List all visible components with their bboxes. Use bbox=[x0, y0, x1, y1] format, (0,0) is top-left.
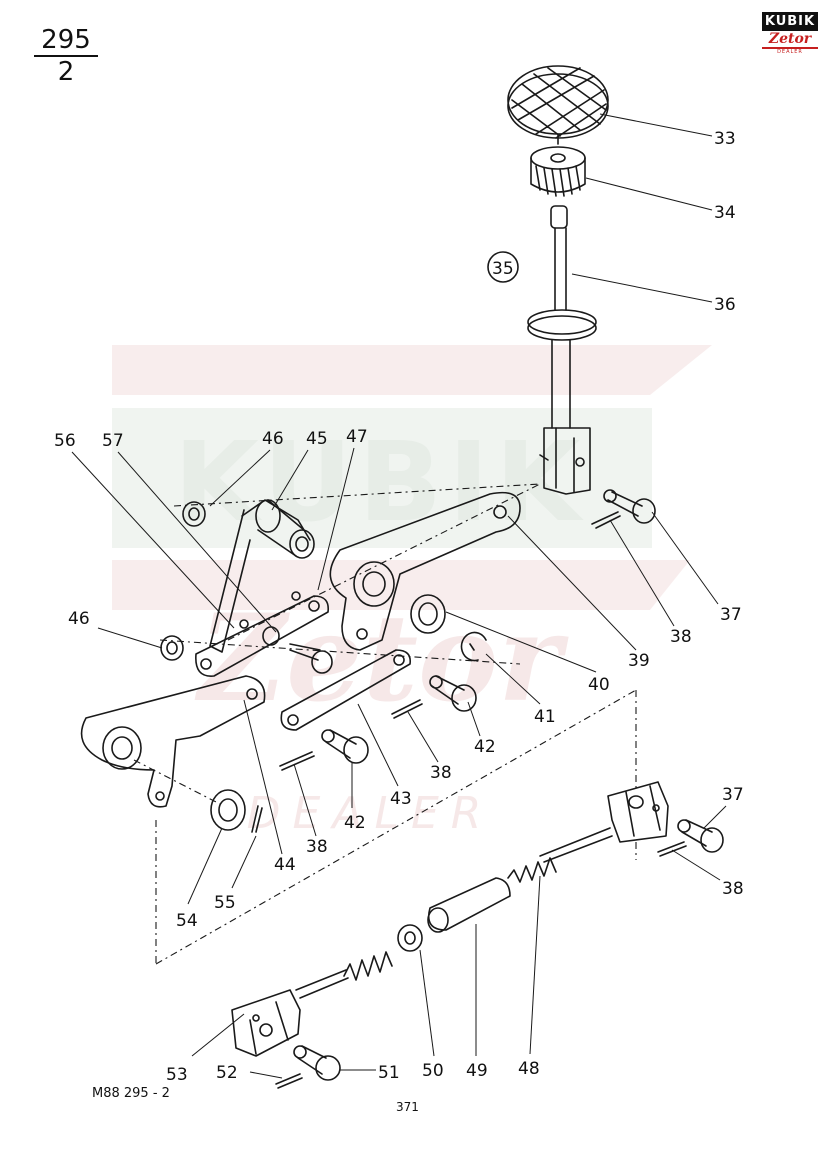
part-45-pivot-shaft bbox=[209, 499, 315, 653]
fraction-bar bbox=[34, 55, 98, 57]
part-39-long-lever bbox=[329, 491, 521, 651]
part-52-split-pin bbox=[275, 1073, 303, 1089]
part-38-split-pin-upper bbox=[591, 511, 621, 529]
leader-lines bbox=[71, 113, 727, 1079]
part-49-adjusting-sleeve bbox=[427, 877, 511, 933]
callout-50: 50 bbox=[422, 1061, 444, 1081]
page-sub-number: 2 bbox=[57, 57, 75, 87]
callout-39: 39 bbox=[628, 651, 650, 671]
callout-40: 40 bbox=[588, 675, 610, 695]
logo-sub: Zetor bbox=[762, 31, 818, 49]
callout-41: 41 bbox=[534, 707, 556, 727]
callout-38-middle: 38 bbox=[430, 763, 452, 783]
watermark-band-top bbox=[112, 345, 712, 395]
part-55-split-pin bbox=[251, 805, 263, 833]
callout-43: 43 bbox=[390, 789, 412, 809]
footer-page-number: 371 bbox=[396, 1100, 419, 1114]
callout-37-upper: 37 bbox=[720, 605, 742, 625]
part-46-washer-upper bbox=[182, 501, 206, 527]
callout-36: 36 bbox=[714, 295, 736, 315]
callout-38-upper: 38 bbox=[670, 627, 692, 647]
callout-35-circled bbox=[487, 251, 519, 283]
page-fraction: 295 2 bbox=[30, 26, 102, 86]
callout-55: 55 bbox=[214, 893, 236, 913]
callout-53: 53 bbox=[166, 1065, 188, 1085]
callout-38-right: 38 bbox=[722, 879, 744, 899]
part-43-connecting-link bbox=[280, 649, 412, 731]
part-37-clevis-pin-lower bbox=[677, 819, 724, 853]
callout-45: 45 bbox=[306, 429, 328, 449]
part-53-clevis-lower bbox=[231, 989, 301, 1057]
part-33-pedal-pad bbox=[507, 65, 609, 145]
part-38-split-pin-right bbox=[657, 841, 687, 857]
part-clevis-upper-rod-end bbox=[539, 781, 669, 863]
part-34-knurled-nut bbox=[530, 146, 586, 197]
kubik-zetor-logo: KUBIK Zetor DEALER bbox=[762, 12, 818, 62]
callout-37-lower: 37 bbox=[722, 785, 744, 805]
part-48-threaded-section bbox=[507, 857, 557, 883]
callout-46-lower: 46 bbox=[68, 609, 90, 629]
callout-34: 34 bbox=[714, 203, 736, 223]
logo-brand: KUBIK bbox=[762, 12, 818, 31]
part-46-washer-lower bbox=[160, 635, 184, 661]
callout-54: 54 bbox=[176, 911, 198, 931]
part-44-bell-crank-lever bbox=[80, 675, 266, 808]
part-57-link-plate bbox=[195, 591, 330, 677]
callout-44: 44 bbox=[274, 855, 296, 875]
part-40-washer bbox=[410, 594, 446, 634]
callout-48: 48 bbox=[518, 1059, 540, 1079]
part-lower-rod bbox=[295, 969, 349, 999]
callout-52: 52 bbox=[216, 1063, 238, 1083]
part-36-pedal-rod bbox=[527, 205, 597, 495]
part-41-circlip bbox=[460, 631, 487, 662]
callout-47: 47 bbox=[346, 427, 368, 447]
part-lower-threaded-section bbox=[343, 951, 393, 981]
part-42-pin-lower bbox=[321, 729, 369, 764]
watermark-word-dealer: DEALER bbox=[247, 788, 494, 839]
callout-38-lower: 38 bbox=[306, 837, 328, 857]
callout-57: 57 bbox=[102, 431, 124, 451]
part-51-pin-lower bbox=[293, 1045, 341, 1081]
callout-labels: 33 34 35 36 37 38 39 40 41 42 38 43 42 3… bbox=[54, 129, 744, 1085]
callout-49: 49 bbox=[466, 1061, 488, 1081]
logo-tag: DEALER bbox=[777, 49, 803, 55]
callout-42-upper: 42 bbox=[474, 737, 496, 757]
callout-35: 35 bbox=[492, 259, 514, 279]
watermark-band-mid bbox=[112, 560, 690, 610]
part-42-pin-upper bbox=[429, 675, 477, 712]
callout-42-lower: 42 bbox=[344, 813, 366, 833]
assembly-axis-lines bbox=[133, 483, 637, 965]
callout-51: 51 bbox=[378, 1063, 400, 1083]
callout-46-upper: 46 bbox=[262, 429, 284, 449]
callout-33: 33 bbox=[714, 129, 736, 149]
footer-code: M88 295 - 2 bbox=[92, 1086, 170, 1101]
part-38-split-pin-lower bbox=[279, 751, 315, 771]
page-number: 295 bbox=[41, 25, 91, 55]
part-37-clevis-pin-upper bbox=[603, 489, 656, 524]
part-38-split-pin-middle bbox=[391, 699, 423, 719]
callout-56: 56 bbox=[54, 431, 76, 451]
part-50-lock-nut bbox=[397, 924, 423, 952]
part-54-bush bbox=[210, 789, 246, 831]
watermark: Zetor DEALER KUBIK bbox=[112, 345, 712, 839]
watermark-block bbox=[112, 408, 652, 548]
